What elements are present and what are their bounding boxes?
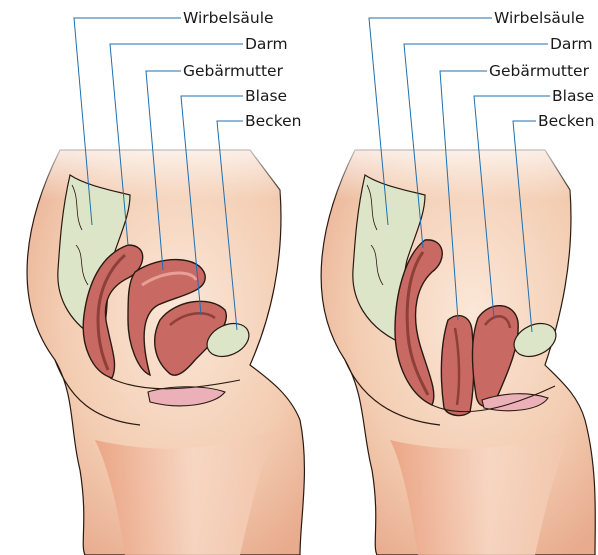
label-blase: Blase <box>245 87 287 105</box>
label-blase: Blase <box>552 87 594 105</box>
label-darm: Darm <box>550 35 593 53</box>
label-wirbelsaeule: Wirbelsäule <box>183 9 274 27</box>
left-panel <box>0 130 304 555</box>
labels-left: Wirbelsäule Darm Gebärmutter Blase Becke… <box>183 9 301 130</box>
label-becken: Becken <box>538 112 594 130</box>
label-darm: Darm <box>245 35 288 53</box>
labels-right: Wirbelsäule Darm Gebärmutter Blase Becke… <box>489 9 594 130</box>
label-wirbelsaeule: Wirbelsäule <box>494 9 585 27</box>
label-becken: Becken <box>245 112 301 130</box>
label-gebaermutter: Gebärmutter <box>183 62 284 80</box>
label-gebaermutter: Gebärmutter <box>489 62 590 80</box>
